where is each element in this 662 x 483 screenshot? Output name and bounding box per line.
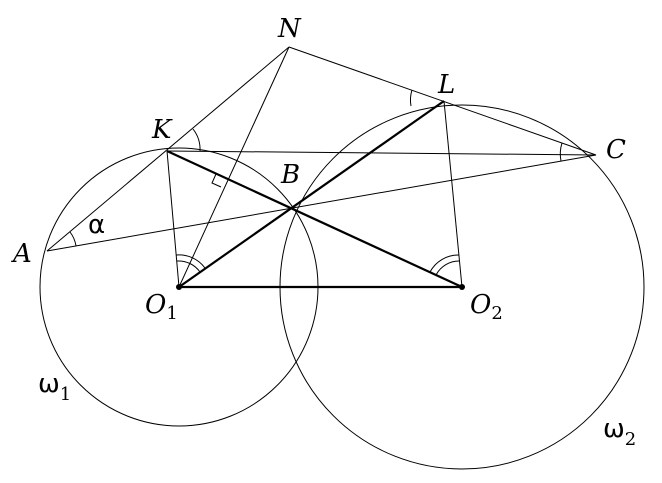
line-A-N <box>46 46 290 252</box>
label-alpha: α <box>88 210 105 240</box>
label-omega1: ω1 <box>38 369 71 405</box>
label-O2: O2 <box>470 290 503 324</box>
angle-mark-O2-inner <box>435 260 461 276</box>
line-K-O1 <box>166 150 180 288</box>
line-N-O1 <box>178 46 290 288</box>
line-L-O2 <box>443 100 463 288</box>
angle-mark-O2-outer <box>429 254 460 273</box>
angle-mark-C <box>559 142 563 162</box>
point-O2 <box>459 284 465 290</box>
label-omega2: ω2 <box>603 414 636 450</box>
line-A-C <box>46 154 597 252</box>
angle-mark-O1-inner <box>176 260 201 273</box>
segment-L-O1 <box>178 100 445 288</box>
segment-K-O2 <box>166 150 463 288</box>
point-O1 <box>176 284 182 290</box>
angle-mark-L <box>410 89 413 107</box>
label-O1: O1 <box>145 290 178 324</box>
label-C: C <box>606 135 626 165</box>
label-B: B <box>280 160 300 190</box>
label-K: K <box>151 115 173 145</box>
label-A: A <box>11 239 32 269</box>
right-angle-mark <box>211 173 222 188</box>
line-K-C <box>166 150 597 156</box>
angle-mark-A <box>69 231 77 247</box>
angle-mark-K <box>192 128 201 152</box>
label-N: N <box>277 14 302 44</box>
label-L: L <box>437 70 455 100</box>
angle-mark-O1-outer <box>175 254 206 269</box>
